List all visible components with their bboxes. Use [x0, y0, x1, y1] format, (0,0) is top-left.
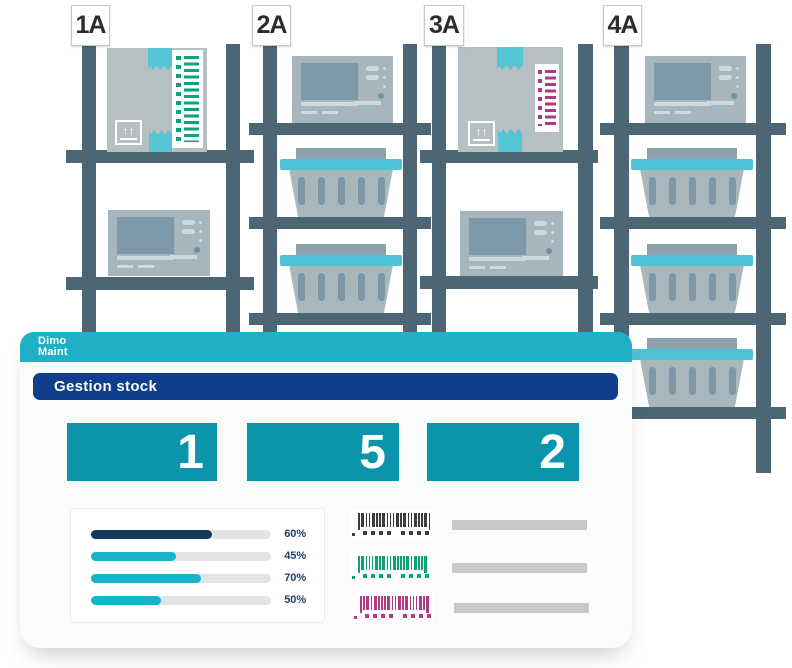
placeholder-text-line	[454, 603, 589, 613]
this-way-up-icon: ↑↑	[468, 121, 495, 146]
tape	[148, 48, 172, 70]
shelf-label-text: 3A	[429, 11, 460, 39]
barcode-label-green	[172, 50, 203, 148]
gestion-stock-title-bar[interactable]: Gestion stock	[33, 373, 618, 400]
barcode-row	[352, 593, 589, 623]
placeholder-text-line	[452, 520, 587, 530]
stat-box-2: 5	[247, 423, 399, 481]
package-box: ↑↑	[458, 47, 563, 152]
terminal-device	[108, 210, 210, 276]
barcode-dark-icon	[350, 510, 432, 540]
progress-fill	[91, 551, 176, 561]
progress-label: 70%	[284, 572, 307, 584]
progress-label: 45%	[284, 550, 307, 562]
progress-fill	[91, 595, 162, 605]
progress-track	[91, 595, 272, 605]
rack-post	[578, 44, 593, 335]
rack-post	[82, 40, 96, 335]
logo-line-2: Maint	[38, 346, 68, 358]
terminal-device	[292, 56, 393, 123]
barcode-green-icon	[350, 553, 432, 583]
barcode-magenta-icon	[352, 593, 434, 623]
shelf-label-4a: 4A	[603, 5, 642, 46]
progress-row: 50%	[91, 594, 324, 606]
rack-shelf	[600, 407, 786, 419]
rack-shelf	[420, 150, 598, 163]
dimo-maint-logo: Dimo Maint	[38, 336, 68, 358]
shelf-label-text: 1A	[75, 11, 107, 39]
tape	[497, 47, 523, 70]
barcode-label-magenta	[535, 64, 559, 132]
package-box: ↑↑	[107, 48, 207, 152]
storage-basket	[631, 338, 753, 407]
device-screen	[301, 63, 358, 100]
rack-shelf	[249, 313, 431, 325]
title-text: Gestion stock	[54, 378, 158, 395]
progress-fill	[91, 529, 212, 539]
storage-basket	[631, 148, 753, 217]
progress-panel: 60% 45% 70% 50%	[70, 508, 325, 623]
rack-post	[403, 44, 417, 335]
rack-shelf	[66, 150, 254, 163]
this-way-up-icon: ↑↑	[115, 120, 142, 145]
progress-label: 50%	[284, 594, 307, 606]
rack-post	[432, 40, 446, 335]
barcode-row	[350, 553, 587, 583]
rack-shelf	[600, 123, 786, 135]
progress-track	[91, 551, 272, 561]
rack-shelf	[66, 277, 254, 290]
storage-basket	[631, 244, 753, 313]
progress-fill	[91, 573, 201, 583]
terminal-device	[645, 56, 746, 123]
tape	[149, 130, 172, 152]
progress-row: 45%	[91, 550, 324, 562]
rack-post	[263, 40, 277, 335]
shelf-label-text: 2A	[256, 11, 288, 39]
barcode-row	[350, 510, 587, 540]
progress-row: 60%	[91, 528, 324, 540]
rack-post	[756, 44, 771, 473]
shelf-label-1a: 1A	[71, 5, 110, 46]
rack-shelf	[420, 276, 598, 289]
dimo-maint-panel: Dimo Maint Gestion stock 1 5 2 60% 45% 7…	[20, 332, 632, 648]
stat-box-1: 1	[67, 423, 217, 481]
progress-track	[91, 529, 272, 539]
progress-row: 70%	[91, 572, 324, 584]
storage-basket	[280, 244, 402, 313]
logo-line-1: Dimo	[38, 335, 67, 347]
placeholder-text-line	[452, 563, 587, 573]
rack-shelf	[249, 217, 431, 229]
app-header: Dimo Maint	[20, 332, 632, 362]
rack-shelf	[600, 313, 786, 325]
rack-post	[614, 40, 629, 420]
tape	[498, 129, 522, 152]
device-screen	[117, 217, 174, 254]
rack-post	[226, 44, 240, 335]
progress-track	[91, 573, 272, 583]
storage-basket	[280, 148, 402, 217]
shelf-label-text: 4A	[607, 11, 639, 39]
shelf-label-3a: 3A	[424, 5, 464, 46]
stat-box-3: 2	[427, 423, 579, 481]
rack-shelf	[600, 217, 786, 229]
rack-shelf	[249, 123, 431, 135]
device-screen	[469, 218, 526, 255]
progress-label: 60%	[284, 528, 307, 540]
device-screen	[654, 63, 711, 100]
terminal-device	[460, 211, 563, 276]
shelf-label-2a: 2A	[252, 5, 291, 46]
